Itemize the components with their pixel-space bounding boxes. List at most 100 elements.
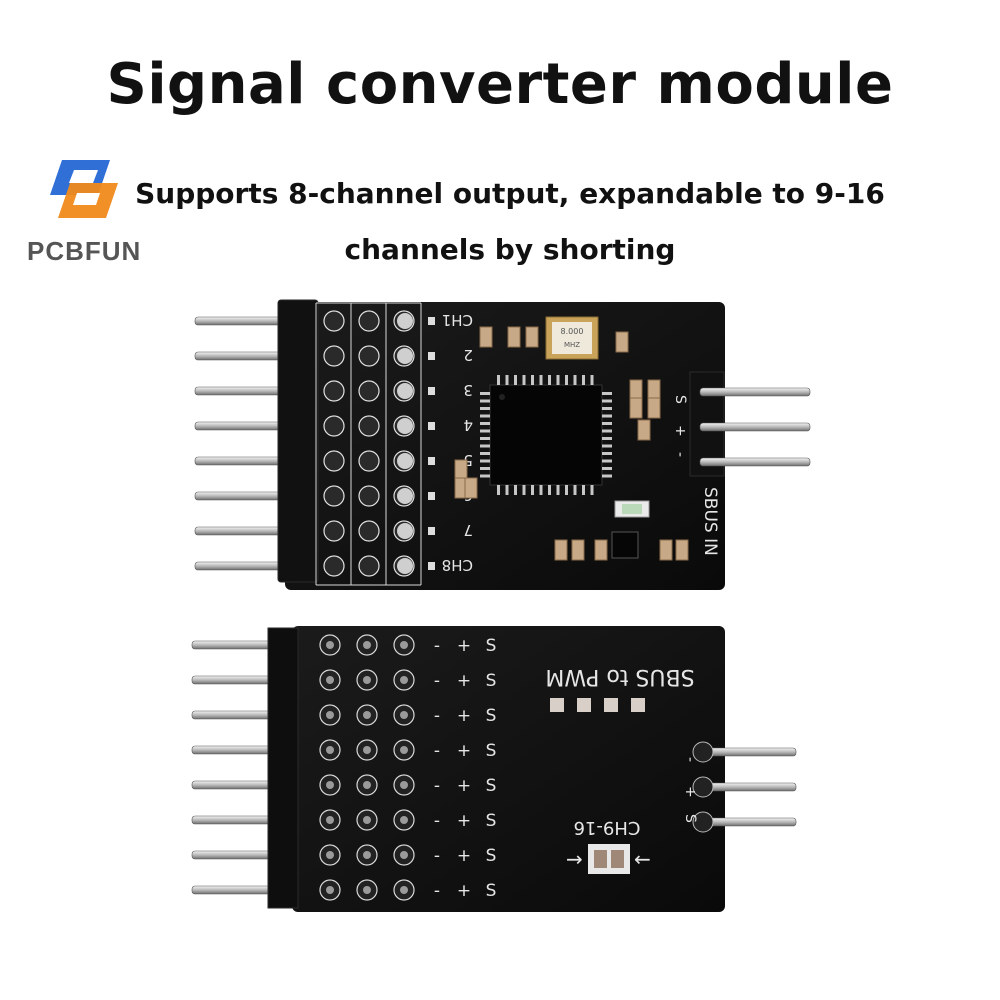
arrow-right-icon: → — [566, 847, 583, 871]
mcu-leg — [602, 459, 612, 463]
pad-center — [363, 711, 371, 719]
smd-resistor — [428, 492, 435, 500]
mcu-leg — [602, 474, 612, 478]
mcu-leg — [602, 422, 612, 425]
input-pad — [692, 776, 714, 798]
mcu-leg — [582, 375, 585, 385]
input-pin — [699, 747, 797, 757]
channel-label: 3 — [463, 381, 473, 399]
mcu-leg — [522, 375, 526, 385]
mcu-leg — [602, 444, 612, 448]
ch9-16-label: CH9-16 — [574, 817, 641, 838]
through-hole-pad — [358, 415, 380, 437]
row-label: S — [486, 636, 497, 656]
smd-capacitor — [615, 331, 629, 353]
through-hole-pad — [358, 450, 380, 472]
row-label: - — [434, 706, 440, 726]
crystal-oscillator: 8.000 MHZ — [545, 316, 599, 360]
crystal-freq: 8.000 — [561, 327, 584, 336]
mcu-leg — [548, 375, 551, 385]
row-label: S — [486, 776, 497, 796]
smd-capacitor — [647, 379, 661, 401]
smd-resistor — [428, 562, 435, 570]
pad-center — [400, 711, 408, 719]
input-pin — [699, 457, 811, 467]
mcu-leg — [480, 429, 490, 433]
pin-tip — [397, 558, 413, 574]
mcu-leg — [602, 407, 612, 410]
smd-resistor — [428, 317, 435, 325]
pad-center — [400, 746, 408, 754]
through-hole-pad — [323, 520, 345, 542]
smd-resistor — [428, 422, 435, 430]
bottom-pin-label-s: S — [682, 814, 698, 823]
pin-label-minus: - — [672, 452, 688, 457]
smd-capacitor — [629, 379, 643, 401]
mcu-leg — [480, 437, 490, 440]
row-label: - — [434, 636, 440, 656]
smd-resistor — [428, 457, 435, 465]
mcu-leg — [573, 375, 577, 385]
pad-center — [400, 781, 408, 789]
mcu-leg — [480, 459, 490, 463]
row-label: - — [434, 846, 440, 866]
smd-capacitor — [637, 419, 651, 441]
pad-center — [326, 781, 334, 789]
pad-center — [400, 676, 408, 684]
input-pad — [692, 811, 714, 833]
row-label: + — [457, 776, 471, 796]
channel-label: 2 — [463, 346, 473, 364]
smd-capacitor — [554, 539, 568, 561]
pad-grid — [315, 302, 435, 586]
row-label: S — [486, 741, 497, 761]
mcu-leg — [480, 452, 490, 455]
channel-label: 5 — [463, 451, 473, 469]
right-header-pins — [699, 387, 811, 467]
bottom-left-header-pins — [191, 640, 273, 895]
mcu-leg — [602, 467, 612, 470]
mcu-leg — [556, 375, 560, 385]
header-pin — [191, 780, 273, 790]
pad-center — [363, 886, 371, 894]
smd-resistor — [428, 527, 435, 535]
left-header-housing — [277, 299, 319, 583]
pad-center — [326, 816, 334, 824]
row-label: + — [457, 881, 471, 901]
mcu-leg — [602, 452, 612, 455]
mcu-leg — [497, 485, 500, 495]
channel-label: 7 — [463, 521, 473, 539]
input-pad — [692, 741, 714, 763]
header-pin — [191, 885, 273, 895]
mcu-leg — [548, 485, 551, 495]
channel-label: CH8 — [442, 556, 473, 574]
smd-capacitor — [675, 539, 689, 561]
smd-capacitor — [629, 397, 643, 419]
pad-center — [400, 886, 408, 894]
mcu-leg — [522, 485, 526, 495]
mcu-leg — [480, 399, 490, 403]
pad-rows: -+S-+S-+S-+S-+S-+S-+S-+S — [319, 634, 497, 901]
pin-tip — [397, 488, 413, 504]
row-label: S — [486, 881, 497, 901]
row-label: - — [434, 881, 440, 901]
pad-center — [363, 781, 371, 789]
mcu-leg — [505, 375, 509, 385]
through-hole-pad — [323, 380, 345, 402]
mcu-leg — [480, 392, 490, 395]
mcu-leg — [565, 375, 568, 385]
pin-tip — [397, 313, 413, 329]
mcu-leg — [582, 485, 585, 495]
row-label: + — [457, 811, 471, 831]
channel-label: CH1 — [442, 311, 473, 329]
smd-resistor — [428, 352, 435, 360]
mcu-leg — [602, 429, 612, 433]
row-label: + — [457, 741, 471, 761]
pin-tip — [397, 523, 413, 539]
through-hole-pad — [323, 415, 345, 437]
mcu-leg — [480, 467, 490, 470]
mcu-leg — [505, 485, 509, 495]
through-hole-pad — [323, 310, 345, 332]
bottom-board: -+S-+S-+S-+S-+S-+S-+S-+S SBUS to PWM CH9… — [191, 626, 797, 912]
pad-center — [326, 886, 334, 894]
